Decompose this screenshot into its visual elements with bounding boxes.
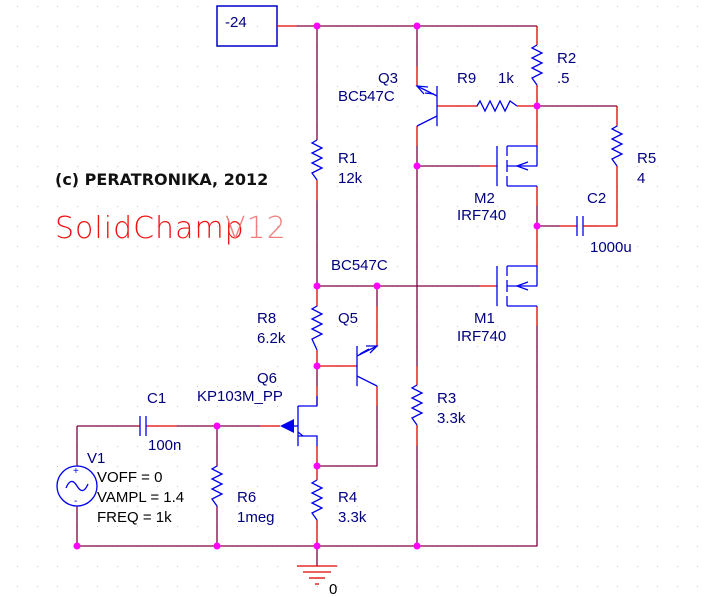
junction-dot <box>313 362 321 370</box>
r3-value: 3.3k <box>437 410 466 427</box>
mosfet-m1[interactable] <box>496 265 538 307</box>
junction-dot <box>313 22 321 30</box>
copyright-text: (c) PERATRONIKA, 2012 <box>55 170 268 189</box>
junction-dot <box>213 542 221 550</box>
voltage-source-v1[interactable]: + - <box>56 465 98 507</box>
brand-title: SolidChamp V12 <box>55 211 287 246</box>
r9-value: 1k <box>498 70 514 87</box>
r5-value: 4 <box>637 170 645 187</box>
m1-value: IRF740 <box>457 328 506 345</box>
junction-dot <box>73 542 81 550</box>
transistor-q5[interactable] <box>356 345 379 387</box>
q6-ref: Q6 <box>257 370 277 387</box>
junction-dot <box>533 102 541 110</box>
junction-dot <box>313 542 321 550</box>
v1-param-vampl: VAMPL = 1.4 <box>97 489 184 506</box>
svg-text:+: + <box>73 466 79 477</box>
resistor-r1[interactable] <box>310 139 324 181</box>
ground-label: 0 <box>329 581 337 597</box>
junction-dot <box>413 542 421 550</box>
junction-dot <box>313 282 321 290</box>
q3-value: BC547C <box>338 88 395 105</box>
resistor-r4[interactable] <box>310 479 324 521</box>
v1-ref: V1 <box>87 450 105 467</box>
junction-dot <box>413 162 421 170</box>
ground-symbol[interactable]: 0 <box>297 565 337 597</box>
resistor-r3[interactable] <box>410 384 424 426</box>
power-box-label: -24 <box>225 14 247 31</box>
junction-dot <box>533 222 541 230</box>
m2-value: IRF740 <box>457 207 506 224</box>
r5-ref: R5 <box>637 150 656 167</box>
q5-ref: Q5 <box>338 310 358 327</box>
r3-ref: R3 <box>437 390 456 407</box>
r8-ref: R8 <box>257 310 276 327</box>
junction-dots <box>73 22 541 550</box>
brand-name: SolidChamp <box>55 211 245 246</box>
r1-ref: R1 <box>338 150 357 167</box>
q3-ref: Q3 <box>378 70 398 87</box>
m2-ref: M2 <box>474 190 495 207</box>
r4-value: 3.3k <box>338 509 367 526</box>
c1-value: 100n <box>148 437 181 454</box>
q6-value: KP103M_PP <box>197 388 283 405</box>
v1-param-freq: FREQ = 1k <box>97 509 172 526</box>
power-supply-box[interactable]: -24 <box>216 5 278 47</box>
mosfet-m2[interactable] <box>496 145 538 187</box>
r2-ref: R2 <box>557 50 576 67</box>
resistor-r2[interactable] <box>530 44 544 86</box>
junction-dot <box>413 22 421 30</box>
junction-dot <box>213 422 221 430</box>
r6-value: 1meg <box>237 509 275 526</box>
r6-ref: R6 <box>237 489 256 506</box>
v1-param-voff: VOFF = 0 <box>97 469 162 486</box>
m1-ref: M1 <box>474 310 495 327</box>
r1-value: 12k <box>338 170 363 187</box>
junction-dot <box>373 282 381 290</box>
capacitor-c1[interactable] <box>139 416 147 436</box>
c1-ref: C1 <box>147 390 166 407</box>
resistor-r5[interactable] <box>610 125 624 167</box>
capacitor-c2[interactable] <box>576 216 597 236</box>
junction-dot <box>313 462 321 470</box>
transistor-q3[interactable] <box>415 85 438 127</box>
c2-value: 1000u <box>590 239 632 256</box>
resistor-r8[interactable] <box>310 305 324 351</box>
r4-ref: R4 <box>338 489 357 506</box>
svg-text:-: - <box>74 496 77 507</box>
resistor-r6[interactable] <box>210 465 224 507</box>
transistor-q6[interactable] <box>280 396 318 446</box>
brand-version: V12 <box>225 211 287 246</box>
resistor-r9[interactable] <box>476 99 518 113</box>
r9-ref: R9 <box>457 70 476 87</box>
q5-value: BC547C <box>331 257 388 274</box>
r2-value: .5 <box>557 70 570 87</box>
r8-value: 6.2k <box>257 330 286 347</box>
c2-ref: C2 <box>587 190 606 207</box>
